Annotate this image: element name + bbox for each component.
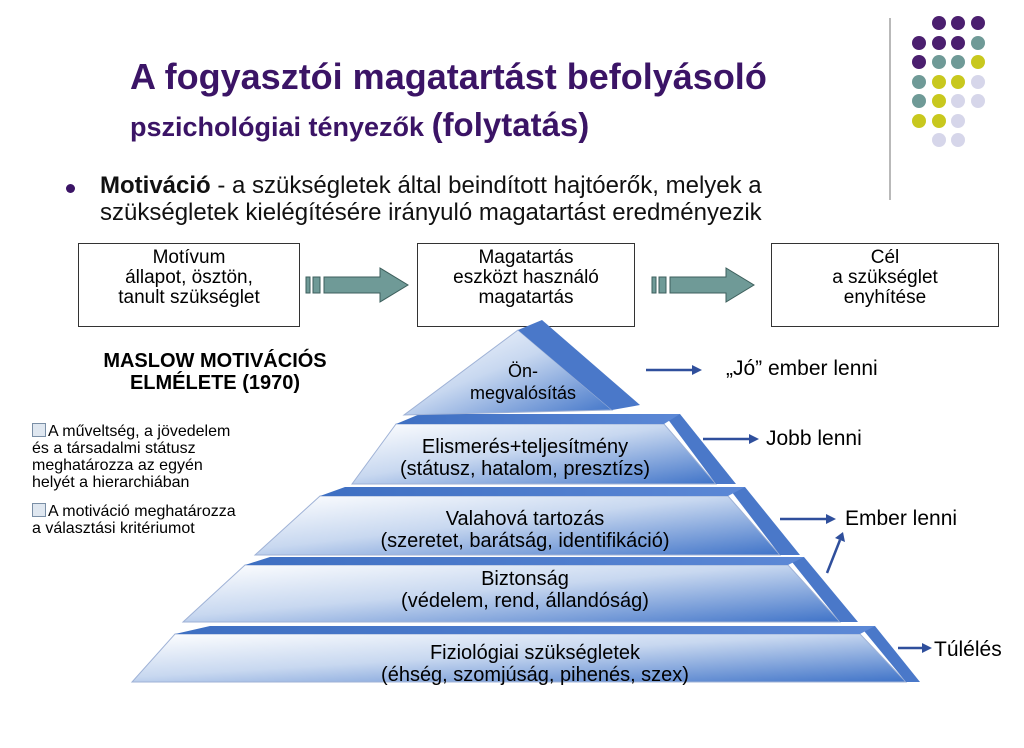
- note-hierarchy: A műveltség, a jövedelem és a társadalmi…: [32, 423, 297, 491]
- decorative-dot: [912, 74, 926, 89]
- decorative-dot: [931, 94, 946, 108]
- note-line: meghatározza az egyén: [32, 457, 203, 474]
- divider-line: [889, 18, 891, 200]
- flow-box-line: magatartás: [478, 287, 574, 308]
- decorative-dot: [931, 35, 946, 50]
- decorative-dot: [951, 133, 965, 147]
- slide-title: A fogyasztói magatartást befolyásoló: [130, 56, 767, 97]
- decorative-dot: [951, 16, 965, 30]
- flow-box-line: Cél: [870, 247, 900, 268]
- flow-box-line: eszközt használó: [453, 267, 599, 288]
- right-arrow-icon: [305, 267, 409, 303]
- note-icon: [32, 423, 46, 437]
- outcome-be-better: Jobb lenni: [766, 427, 862, 450]
- pyramid-level-physiological: [130, 626, 920, 683]
- pyramid-level-safety: [181, 557, 858, 623]
- decorative-dot: [931, 74, 946, 89]
- level-line: Elismerés+teljesítmény: [421, 436, 629, 458]
- flow-box-line: tanult szükséglet: [118, 287, 260, 308]
- note-line: a választási kritériumot: [32, 520, 195, 537]
- decorative-dot: [970, 94, 985, 108]
- flow-box-behavior: Magatartás eszközt használó magatartás: [417, 243, 635, 327]
- flow-box-motive: Motívum állapot, ösztön, tanult szükségl…: [78, 243, 300, 327]
- level-label-self-actualization: Ön- megvalósítás: [418, 360, 628, 404]
- maslow-heading: MASLOW MOTIVÁCIÓS ELMÉLETE (1970): [40, 350, 390, 394]
- outcome-good-person: „Jó” ember lenni: [726, 357, 878, 380]
- level-label-safety: Biztonság (védelem, rend, állandóság): [300, 568, 750, 612]
- note-line: A motiváció meghatározza: [48, 503, 236, 520]
- slide-subtitle: pszichológiai tényezők (folytatás): [130, 106, 589, 144]
- decorative-dot: [931, 55, 946, 69]
- motivation-line2: szükségletek kielégítésére irányuló maga…: [100, 199, 762, 226]
- decorative-dot: [970, 55, 985, 69]
- subtitle-suffix: (folytatás): [431, 106, 590, 143]
- flow-box-line: a szükséglet: [832, 267, 938, 288]
- subtitle-main: pszichológiai tényezők: [130, 112, 425, 142]
- level-label-physiological: Fiziológiai szükségletek (éhség, szomjús…: [300, 642, 770, 686]
- flow-box-line: Magatartás: [478, 247, 574, 268]
- outcome-be-human: Ember lenni: [845, 507, 958, 530]
- level-line: (státusz, hatalom, presztízs): [399, 458, 651, 480]
- outcome-survival: Túlélés: [934, 638, 1002, 661]
- decorative-dot: [931, 16, 946, 30]
- decorative-dot: [912, 35, 926, 50]
- level-line: megvalósítás: [469, 383, 577, 403]
- decorative-dot: [912, 113, 926, 128]
- decorative-dot: [970, 74, 985, 89]
- level-line: (védelem, rend, állandóság): [401, 590, 649, 612]
- level-label-belonging: Valahová tartozás (szeretet, barátság, i…: [300, 508, 750, 552]
- level-line: (szeretet, barátság, identifikáció): [380, 530, 670, 552]
- level-line: Ön-: [507, 361, 538, 381]
- note-line: helyét a hierarchiában: [32, 474, 190, 491]
- motivation-line1: - a szükségletek által beindított hajtóe…: [210, 172, 762, 199]
- maslow-heading-line2: ELMÉLETE (1970): [129, 372, 301, 394]
- decorative-dot: [931, 133, 946, 147]
- level-line: Valahová tartozás: [445, 508, 605, 530]
- note-line: és a társadalmi státusz: [32, 440, 196, 457]
- flow-box-line: Motívum: [152, 247, 226, 268]
- maslow-heading-line1: MASLOW MOTIVÁCIÓS: [103, 350, 327, 372]
- bullet-icon: [66, 184, 75, 193]
- motivation-definition: Motiváció - a szükségletek által beindít…: [100, 172, 762, 226]
- level-line: Biztonság: [481, 568, 569, 590]
- note-choice-criteria: A motiváció meghatározza a választási kr…: [32, 503, 297, 537]
- decorative-dot: [912, 94, 926, 108]
- decorative-dot: [951, 74, 965, 89]
- decorative-dot: [912, 55, 926, 69]
- decorative-dot: [970, 35, 985, 50]
- level-line: Fiziológiai szükségletek: [429, 642, 641, 664]
- flow-box-goal: Cél a szükséglet enyhítése: [771, 243, 999, 327]
- pyramid-level-belonging: [253, 487, 800, 556]
- decorative-dot: [970, 16, 985, 30]
- flow-box-line: enyhítése: [843, 287, 927, 308]
- pyramid-level-self-actualization: [402, 320, 640, 416]
- note-icon: [32, 503, 46, 517]
- decorative-dot: [951, 35, 965, 50]
- flow-box-line: állapot, ösztön,: [125, 267, 253, 288]
- decorative-dot: [951, 113, 965, 128]
- decorative-dot: [951, 94, 965, 108]
- decorative-dot: [951, 55, 965, 69]
- decorative-dot: [931, 113, 946, 128]
- pyramid-level-esteem: [351, 414, 736, 485]
- note-line: A műveltség, a jövedelem: [48, 423, 231, 440]
- outcome-arrows: [646, 365, 932, 653]
- level-label-esteem: Elismerés+teljesítmény (státusz, hatalom…: [345, 436, 705, 480]
- right-arrow-icon: [651, 267, 755, 303]
- level-line: (éhség, szomjúság, pihenés, szex): [381, 664, 689, 686]
- motivation-term: Motiváció: [100, 172, 211, 199]
